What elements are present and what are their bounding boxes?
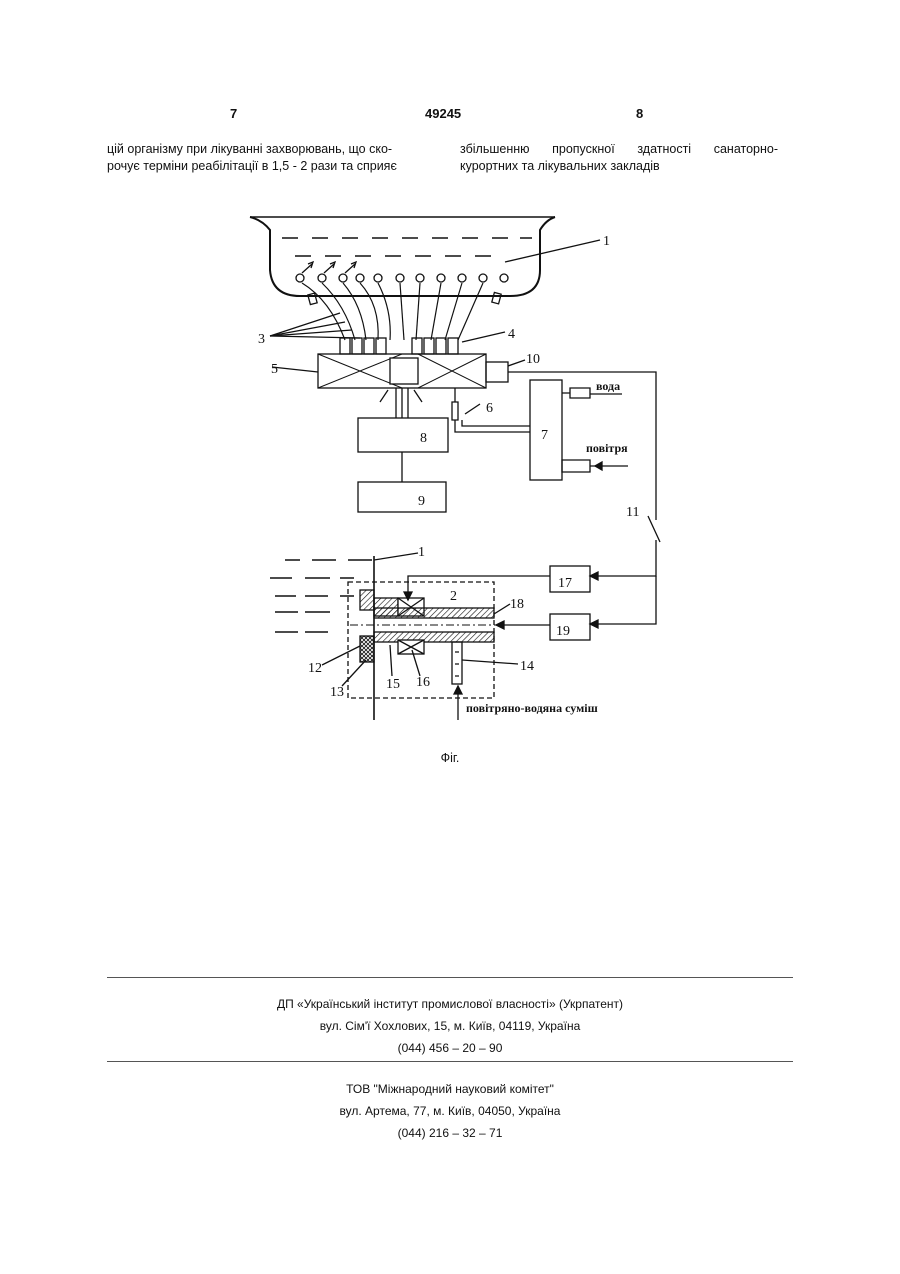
footer-org2-address: вул. Артема, 77, м. Київ, 04050, Україна [0,1104,900,1118]
footer-org1-phone: (044) 456 – 20 – 90 [0,1041,900,1055]
label-17: 17 [558,576,572,591]
label-3: 3 [258,332,265,347]
leader-line [505,240,600,262]
distributor-block [272,354,525,388]
footer-org2-name: ТОВ "Міжнародний науковий комітет" [0,1082,900,1096]
compressor-block [452,380,628,480]
label-11: 11 [626,505,639,520]
label-8: 8 [420,431,427,446]
patent-figure: 1 3 4 5 6 7 8 9 10 11 1 2 17 18 19 12 13… [0,0,900,740]
figure-caption: Фіг. [0,751,900,765]
footer-divider [107,977,793,978]
label-19: 19 [556,624,570,639]
leader-line [462,332,505,342]
label-6: 6 [486,401,493,416]
label-15: 15 [386,677,400,692]
label-2: 2 [450,589,457,604]
footer-org1-address: вул. Сім'ї Хохлових, 15, м. Київ, 04119,… [0,1019,900,1033]
label-10: 10 [526,352,540,367]
water-surface [282,238,532,256]
footer-org2-phone: (044) 216 – 32 – 71 [0,1126,900,1140]
label-9: 9 [418,494,425,509]
leader-line [272,367,318,372]
lower-water [270,560,372,632]
label-14: 14 [520,659,534,674]
label-18: 18 [510,597,524,612]
valve-block [340,338,458,354]
label-5: 5 [271,362,278,377]
label-16: 16 [416,675,430,690]
label-12: 12 [308,661,322,676]
label-1-lower: 1 [418,545,425,560]
motor-block [358,388,448,512]
label-7: 7 [541,428,548,443]
label-water: вода [596,379,620,393]
nozzle-assembly [350,590,500,684]
footer-org1-name: ДП «Український інститут промислової вла… [0,997,900,1011]
label-1: 1 [603,234,610,249]
signal-line-17 [408,576,550,598]
label-13: 13 [330,685,344,700]
label-air-water-mixture: повітряно-водяна суміш [466,701,598,715]
label-air: повітря [586,441,628,455]
footer-divider [107,1061,793,1062]
label-4: 4 [508,327,515,342]
bath-tub [250,217,600,296]
signal-line [508,372,660,628]
leader-line [374,553,418,560]
leader-line [508,360,525,366]
